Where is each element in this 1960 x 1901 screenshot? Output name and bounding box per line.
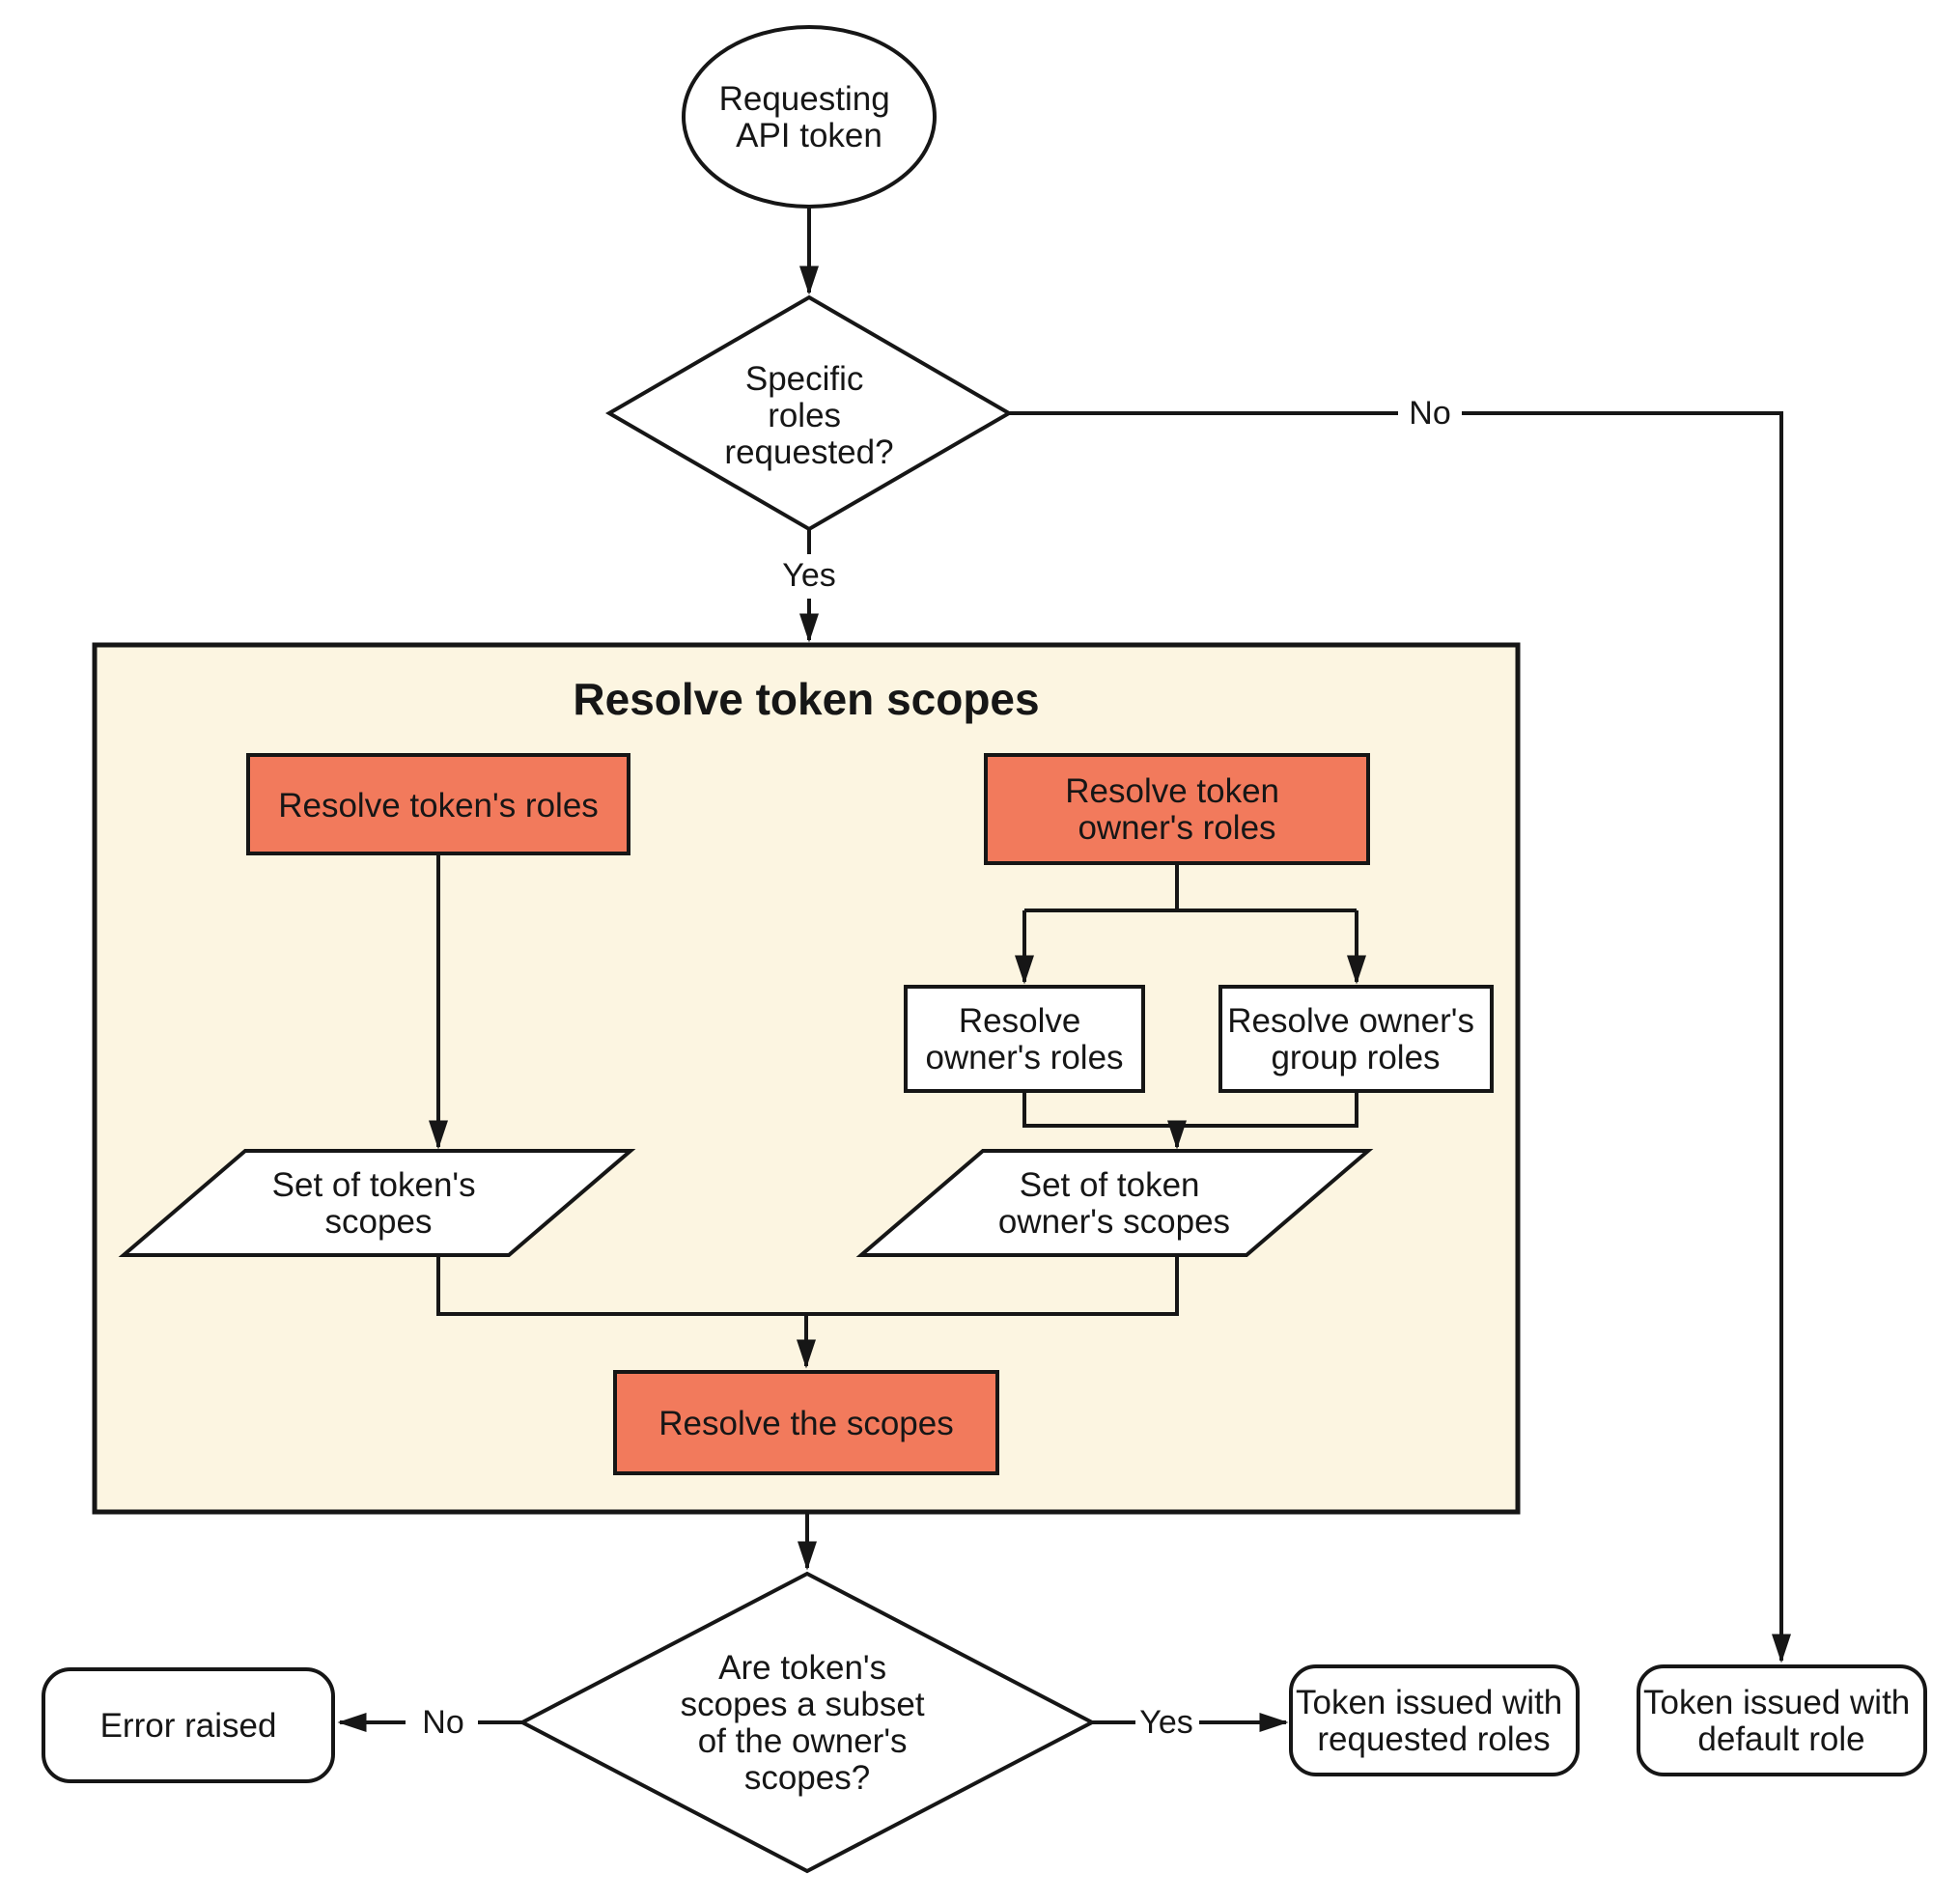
edge-label-subset-no: No bbox=[422, 1704, 463, 1741]
node-specific-roles-decision: Specific roles requested? bbox=[605, 294, 1013, 532]
edge-label-subset-yes: Yes bbox=[1139, 1704, 1192, 1741]
set-of-owner-scopes-label: Set of token owner's scopes bbox=[998, 1166, 1230, 1241]
set-of-token-scopes-label: Set of token's scopes bbox=[272, 1166, 486, 1241]
container-title: Resolve token scopes bbox=[573, 674, 1039, 724]
node-resolve-token-owner-roles: Resolve token owner's roles bbox=[984, 753, 1370, 865]
error-raised-rect bbox=[42, 1667, 335, 1783]
resolve-the-scopes-rect bbox=[613, 1370, 999, 1475]
edge-label-specific-yes: Yes bbox=[782, 557, 835, 594]
token-default-role-rect bbox=[1637, 1664, 1927, 1776]
resolve-token-roles-label: Resolve token's roles bbox=[278, 787, 599, 825]
token-requested-roles-label: Token issued with requested roles bbox=[1296, 1684, 1572, 1758]
resolve-owner-roles-label: Resolve owner's roles bbox=[925, 1002, 1123, 1076]
node-set-of-token-scopes: Set of token's scopes bbox=[118, 1149, 636, 1257]
edge-label-specific-no: No bbox=[1409, 395, 1450, 432]
specific-roles-label: Specific roles requested? bbox=[724, 360, 893, 471]
set-of-owner-scopes-parallelogram bbox=[855, 1149, 1374, 1257]
start-label: Requesting API token bbox=[719, 80, 900, 154]
specific-roles-diamond bbox=[605, 294, 1013, 532]
edge-owner-roles-merge-bar bbox=[1022, 1091, 1358, 1128]
edge-token-scopes-merge bbox=[436, 1255, 806, 1316]
subset-decision-edges: No Yes bbox=[337, 1704, 1289, 1741]
node-resolve-owner-roles: Resolve owner's roles bbox=[904, 985, 1145, 1093]
resolve-owner-roles-rect bbox=[904, 985, 1145, 1093]
node-set-of-owner-scopes: Set of token owner's scopes bbox=[855, 1149, 1374, 1257]
subset-decision-diamond bbox=[518, 1571, 1097, 1874]
set-of-token-scopes-parallelogram bbox=[118, 1149, 636, 1257]
node-resolve-token-roles: Resolve token's roles bbox=[246, 753, 630, 855]
node-subset-decision: Are token's scopes a subset of the owner… bbox=[518, 1571, 1097, 1874]
error-raised-label: Error raised bbox=[100, 1707, 277, 1745]
resolve-token-owner-roles-rect bbox=[984, 753, 1370, 865]
token-default-role-label: Token issued with default role bbox=[1643, 1684, 1919, 1758]
start-ellipse bbox=[682, 25, 937, 209]
node-error-raised: Error raised bbox=[42, 1667, 335, 1783]
edges: No Yes bbox=[782, 207, 1791, 1663]
container-edges bbox=[429, 853, 1366, 1369]
node-resolve-owner-group-roles: Resolve owner's group roles bbox=[1218, 985, 1494, 1093]
resolve-token-roles-rect bbox=[246, 753, 630, 855]
resolve-the-scopes-label: Resolve the scopes bbox=[658, 1405, 953, 1442]
node-token-default-role: Token issued with default role bbox=[1637, 1664, 1927, 1776]
resolve-token-owner-roles-label: Resolve token owner's roles bbox=[1065, 772, 1289, 847]
node-resolve-the-scopes: Resolve the scopes bbox=[613, 1370, 999, 1475]
token-requested-roles-rect bbox=[1289, 1664, 1580, 1776]
node-start: Requesting API token bbox=[682, 25, 937, 209]
edge-owner-scopes-merge bbox=[806, 1255, 1179, 1316]
subset-decision-label: Are token's scopes a subset of the owner… bbox=[681, 1649, 935, 1797]
resolve-owner-group-roles-rect bbox=[1218, 985, 1494, 1093]
edge-specific-no-to-default-role bbox=[1462, 411, 1791, 1663]
node-token-requested-roles: Token issued with requested roles bbox=[1289, 1664, 1580, 1776]
resolve-owner-group-roles-label: Resolve owner's group roles bbox=[1227, 1002, 1483, 1076]
